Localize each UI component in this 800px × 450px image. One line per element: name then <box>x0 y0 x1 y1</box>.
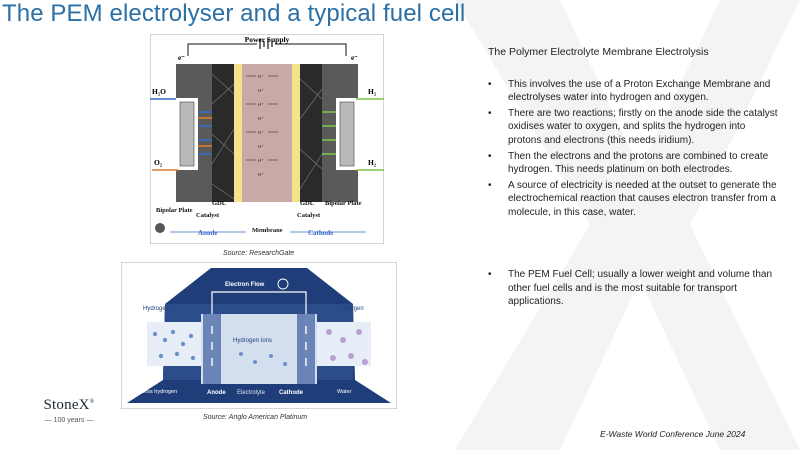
fc-cathode-label: Cathode <box>279 390 304 396</box>
o2-label: O₂ <box>154 158 163 167</box>
bullet-icon: • <box>488 269 492 280</box>
bullet-icon: • <box>488 150 492 162</box>
hydrogen-label: Hydrogen <box>143 306 169 312</box>
cathode-label: Cathode <box>308 229 333 237</box>
catalyst-right-label: Catalyst <box>297 212 321 219</box>
bullet-list: • This involves the use of a Proton Excha… <box>488 78 778 220</box>
bipolar-plate-right-label: Bipolar Plate <box>325 200 362 207</box>
electrolyte-label: Electrolyte <box>237 390 266 396</box>
description-panel: The Polymer Electrolyte Membrane Electro… <box>488 46 778 222</box>
proton-label: H⁺ <box>258 74 264 79</box>
pem-electrolyser-diagram: Power Supply e⁻ e⁻ H⁺ H⁺ H⁺ H⁺ H⁺ H⁺ H⁺ … <box>150 34 384 244</box>
bullet-item: • A source of electricity is needed at th… <box>488 179 778 220</box>
figure2-source: Source: Anglo American Platinum <box>203 414 308 421</box>
logo-tagline: — 100 years — <box>44 417 94 424</box>
hydrogen-ions-label: Hydrogen Ions <box>233 338 272 344</box>
proton-label: H⁺ <box>258 130 264 135</box>
oxygen-label: Oxygen <box>343 306 364 312</box>
share-icon <box>155 223 165 233</box>
h2-bottom-label: H₂ <box>368 158 377 167</box>
pem-fuel-cell-diagram: Electron Flow Anode Electrolyte Cathode … <box>121 262 397 409</box>
anode-label: Anode <box>198 229 217 237</box>
proton-label: H⁺ <box>258 88 264 93</box>
proton-label: H⁺ <box>258 158 264 163</box>
fuel-cell-bullet-list: • The PEM Fuel Cell; usually a lower weig… <box>488 268 778 309</box>
bullet-item: • Then the electrons and the protons are … <box>488 150 778 177</box>
bullet-text: There are two reactions; firstly on the … <box>508 107 778 146</box>
conference-footer: E-Waste World Conference June 2024 <box>600 429 746 439</box>
figure1-source: Source: ResearchGate <box>223 250 295 257</box>
bullet-icon: • <box>488 107 492 119</box>
gdl-right-label: GDL <box>300 200 315 207</box>
bullet-item: • This involves the use of a Proton Excha… <box>488 78 778 105</box>
light-bulb-icon <box>277 278 289 290</box>
proton-label: H⁺ <box>258 172 264 177</box>
gdl-left-label: GDL <box>212 200 227 207</box>
bipolar-plate-left-label: Bipolar Plate <box>156 207 193 214</box>
fc-anode-label: Anode <box>207 390 226 396</box>
bullet-text: Then the electrons and the protons are c… <box>508 150 769 176</box>
h2o-label: H₂O <box>152 87 166 96</box>
bullet-item: • The PEM Fuel Cell; usually a lower weig… <box>488 268 778 309</box>
h2-top-label: H₂ <box>368 87 377 96</box>
electron-flow-label: Electron Flow <box>225 282 265 288</box>
slide-title: The PEM electrolyser and a typical fuel … <box>2 0 466 27</box>
panel-heading: The Polymer Electrolyte Membrane Electro… <box>488 46 709 58</box>
proton-label: H⁺ <box>258 144 264 149</box>
proton-label: H⁺ <box>258 102 264 107</box>
logo-name: StoneX <box>43 397 90 413</box>
membrane-label: Membrane <box>252 227 283 234</box>
bullet-text: This involves the use of a Proton Exchan… <box>508 78 771 104</box>
stonex-logo: StoneX® — 100 years — <box>34 397 104 424</box>
power-supply-label: Power Supply <box>245 35 290 44</box>
logo-mark: ® <box>89 399 95 405</box>
electron-right-label: e⁻ <box>351 54 358 62</box>
water-label: Water <box>337 389 352 395</box>
electron-left-label: e⁻ <box>178 54 185 62</box>
proton-label: H⁺ <box>258 116 264 121</box>
bullet-item: • There are two reactions; firstly on the… <box>488 107 778 148</box>
excess-hydrogen-label: Excess hydrogen <box>135 389 177 395</box>
bullet-text: A source of electricity is needed at the… <box>508 179 777 218</box>
catalyst-left-label: Catalyst <box>196 212 220 219</box>
bullet-icon: • <box>488 179 492 191</box>
bullet-text: The PEM Fuel Cell; usually a lower weigh… <box>508 269 773 308</box>
bullet-icon: • <box>488 78 492 90</box>
